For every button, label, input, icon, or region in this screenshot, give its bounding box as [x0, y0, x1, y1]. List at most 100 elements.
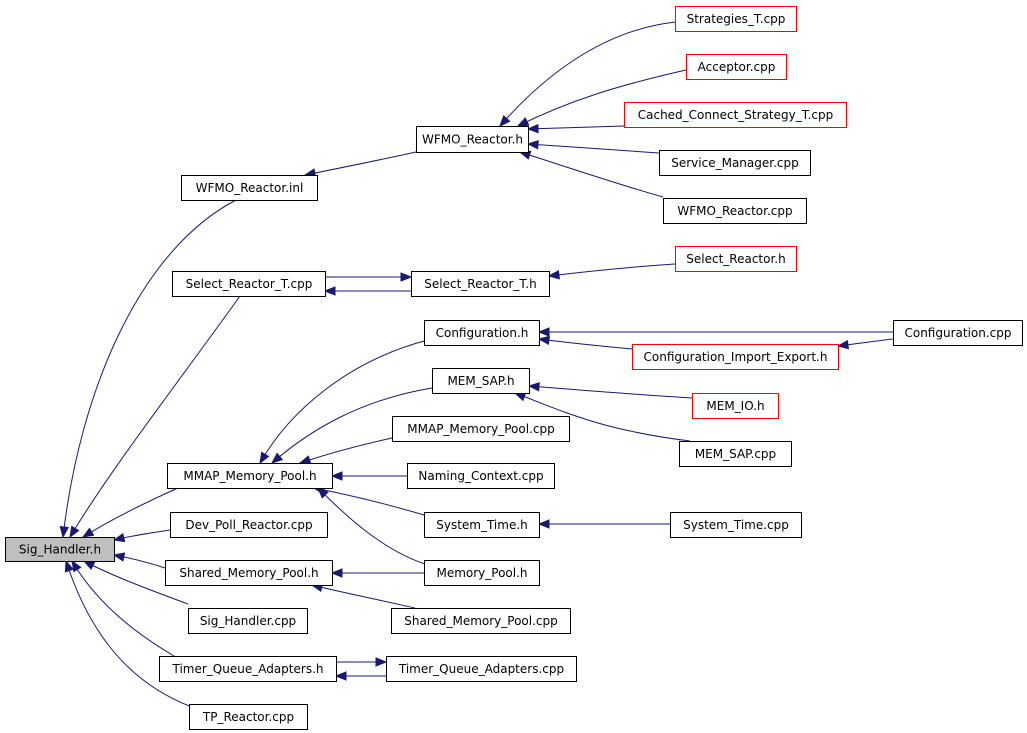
node-box[interactable] [659, 150, 811, 176]
node-box[interactable] [893, 320, 1023, 346]
node-box[interactable] [189, 704, 308, 730]
edge-line [517, 69, 687, 127]
node-box[interactable] [424, 512, 540, 538]
node-box[interactable] [411, 271, 550, 297]
edge-line [65, 560, 193, 708]
node-mem-sap-h[interactable]: MEM_SAP.h [432, 368, 530, 394]
node-label: MMAP_Memory_Pool.cpp [407, 422, 554, 436]
node-select-reactor-t-cpp[interactable]: Select_Reactor_T.cpp [172, 271, 326, 297]
edge-line [514, 392, 691, 442]
node-box[interactable] [432, 368, 530, 394]
edge-system_time_cpp-to-system_time_h [537, 519, 670, 529]
node-label: Shared_Memory_Pool.h [179, 566, 318, 580]
node-label: Cached_Connect_Strategy_T.cpp [638, 108, 834, 122]
edge-acceptor_cpp-to-wfmo_reactor_h [516, 69, 687, 127]
node-label: WFMO_Reactor.cpp [677, 204, 792, 218]
node-configuration-cpp[interactable]: Configuration.cpp [893, 320, 1023, 346]
edge-line [527, 143, 660, 154]
node-box[interactable] [424, 560, 540, 586]
node-box[interactable] [392, 416, 570, 442]
node-box[interactable] [5, 537, 115, 562]
node-naming-context-cpp[interactable]: Naming_Context.cpp [407, 463, 555, 489]
node-sig-handler-cpp[interactable]: Sig_Handler.cpp [188, 608, 308, 634]
edge-tp_reactor_cpp-to-sig_handler_h [64, 559, 193, 708]
node-shared-memory-pool-h[interactable]: Shared_Memory_Pool.h [165, 560, 333, 586]
arrow-head-icon [537, 519, 550, 529]
edge-line [538, 338, 633, 350]
node-box[interactable] [686, 54, 787, 80]
node-box[interactable] [391, 608, 571, 634]
edge-timer_queue_adapters_h-to-sig_handler_h [71, 559, 175, 657]
node-box[interactable] [165, 560, 333, 586]
node-acceptor-cpp[interactable]: Acceptor.cpp [686, 54, 787, 80]
edge-shared_memory_pool_h-to-sig_handler_h [112, 552, 166, 569]
node-box[interactable] [670, 512, 802, 538]
node-mem-sap-cpp[interactable]: MEM_SAP.cpp [679, 441, 792, 467]
node-box[interactable] [172, 271, 326, 297]
node-strategies-t-cpp[interactable]: Strategies_T.cpp [675, 6, 797, 32]
node-timer-queue-adapters-h[interactable]: Timer_Queue_Adapters.h [159, 656, 337, 682]
node-service-manager-cpp[interactable]: Service_Manager.cpp [659, 150, 811, 176]
node-wfmo-reactor-h[interactable]: WFMO_Reactor.h [416, 126, 529, 153]
node-box[interactable] [188, 608, 308, 634]
node-timer-queue-adapters-cpp[interactable]: Timer_Queue_Adapters.cpp [386, 656, 577, 682]
edge-shared_memory_pool_cpp-to-shared_memory_pool_h [310, 582, 416, 609]
node-mmap-memory-pool-h[interactable]: MMAP_Memory_Pool.h [167, 463, 333, 489]
node-label: Configuration_Import_Export.h [644, 350, 828, 364]
node-dev-poll-reactor-cpp[interactable]: Dev_Poll_Reactor.cpp [170, 512, 328, 538]
node-label: Service_Manager.cpp [671, 156, 799, 170]
node-box[interactable] [679, 441, 792, 467]
edge-line [82, 487, 179, 538]
edge-configuration_import_export_h-to-configuration_h [537, 335, 633, 350]
node-box[interactable] [632, 344, 839, 370]
node-memory-pool-h[interactable]: Memory_Pool.h [424, 560, 540, 586]
node-box[interactable] [159, 656, 337, 682]
node-mmap-memory-pool-cpp[interactable]: MMAP_Memory_Pool.cpp [392, 416, 570, 442]
arrow-head-icon [59, 526, 69, 539]
node-configuration-h[interactable]: Configuration.h [424, 320, 540, 346]
node-box[interactable] [663, 198, 807, 224]
node-box[interactable] [181, 175, 318, 201]
node-system-time-cpp[interactable]: System_Time.cpp [670, 512, 802, 538]
node-wfmo-reactor-inl[interactable]: WFMO_Reactor.inl [181, 175, 318, 201]
node-sig-handler-h[interactable]: Sig_Handler.h [5, 537, 115, 562]
node-configuration-import-export-h[interactable]: Configuration_Import_Export.h [632, 344, 839, 370]
edge-line [317, 487, 429, 566]
node-shared-memory-pool-cpp[interactable]: Shared_Memory_Pool.cpp [391, 608, 571, 634]
node-box[interactable] [675, 246, 797, 272]
node-box[interactable] [167, 463, 333, 489]
edge-line [299, 437, 393, 464]
node-box[interactable] [424, 320, 540, 346]
node-mem-io-h[interactable]: MEM_IO.h [692, 393, 779, 419]
node-label: Shared_Memory_Pool.cpp [404, 614, 558, 628]
node-tp-reactor-cpp[interactable]: TP_Reactor.cpp [189, 704, 308, 730]
node-box[interactable] [407, 463, 555, 489]
arrow-head-icon [259, 451, 270, 465]
node-box[interactable] [170, 512, 328, 538]
node-system-time-h[interactable]: System_Time.h [424, 512, 540, 538]
edge-select_reactor_h-to-select_reactor_t_h [547, 263, 676, 280]
node-label: WFMO_Reactor.inl [196, 181, 304, 195]
node-label: Select_Reactor_T.cpp [186, 277, 313, 291]
node-cached-connect-strategy-t-cpp[interactable]: Cached_Connect_Strategy_T.cpp [624, 102, 847, 128]
edge-line [259, 339, 429, 464]
node-box[interactable] [416, 126, 529, 153]
node-box[interactable] [675, 6, 797, 32]
node-label: MMAP_Memory_Pool.h [183, 469, 316, 483]
node-label: TP_Reactor.cpp [202, 710, 294, 724]
edge-service_manager_cpp-to-wfmo_reactor_h [526, 140, 660, 154]
edge-memory_pool_h-to-mmap_memory_pool_h [317, 487, 429, 566]
node-box[interactable] [624, 102, 847, 128]
node-select-reactor-t-h[interactable]: Select_Reactor_T.h [411, 271, 550, 297]
arrow-head-icon [375, 657, 388, 667]
node-label: System_Time.cpp [683, 518, 789, 532]
node-box[interactable] [386, 656, 577, 682]
edge-line [311, 584, 416, 609]
node-wfmo-reactor-cpp[interactable]: WFMO_Reactor.cpp [663, 198, 807, 224]
edge-mmap_memory_pool_h-to-sig_handler_h [81, 487, 179, 538]
edge-cached_connect_strategy_t_cpp-to-wfmo_reactor_h [526, 123, 625, 134]
edge-line [313, 487, 425, 516]
node-select-reactor-h[interactable]: Select_Reactor.h [675, 246, 797, 272]
edge-line [519, 151, 664, 198]
node-box[interactable] [692, 393, 779, 419]
